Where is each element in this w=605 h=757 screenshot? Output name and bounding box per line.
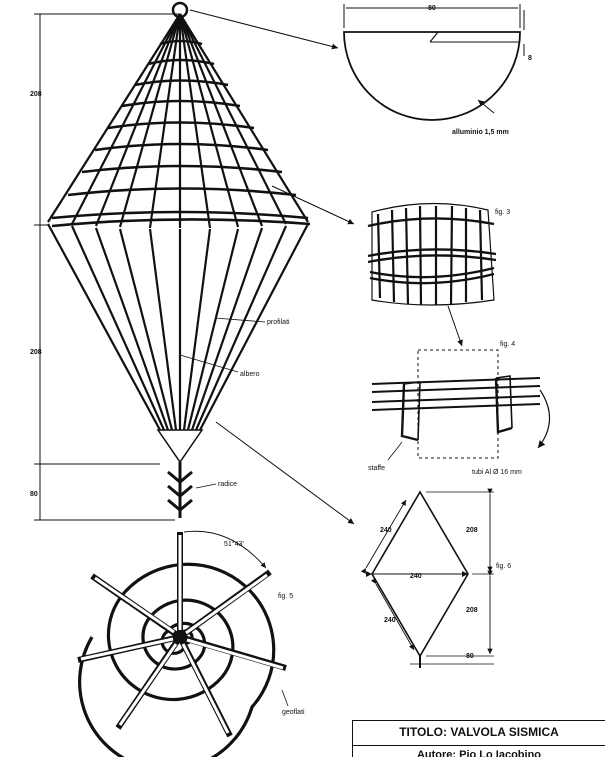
label-geoflati: geoflati	[282, 709, 305, 716]
label-angle: 51°43'	[224, 540, 244, 548]
label-profilati: profilati	[267, 319, 290, 326]
label-fig3: fig. 3	[495, 209, 510, 216]
left-dimension	[34, 13, 180, 521]
lower-cone-rods	[47, 223, 309, 431]
fig4-detail	[371, 349, 551, 459]
cone-rings	[51, 39, 311, 228]
upper-cone-rods	[47, 13, 309, 229]
dim-right-lower: 208	[466, 607, 478, 614]
dim-side-lower: 240	[384, 617, 396, 624]
label-fig5: fig. 5	[278, 593, 293, 600]
dim-lower: 208	[30, 349, 42, 356]
dim-right-upper: 208	[466, 527, 478, 534]
title-divider	[353, 745, 605, 746]
dim-top-width: 80	[428, 5, 436, 12]
label-radice: radice	[218, 481, 237, 488]
title-block: TITOLO: VALVOLA SISMICA Autore: Pio Lo I…	[352, 720, 605, 757]
fig6-detail	[360, 488, 494, 668]
dim-side-upper: 240	[380, 527, 392, 534]
root-figure	[167, 462, 193, 518]
dim-width: 240	[410, 573, 422, 580]
label-fig4: fig. 4	[500, 341, 515, 348]
fig5-detail	[77, 530, 287, 757]
fig3-detail	[367, 202, 497, 306]
label-albero: albero	[240, 371, 260, 378]
drawing-title: TITOLO: VALVOLA SISMICA	[399, 725, 559, 739]
label-material: alluminio 1,5 mm	[452, 129, 509, 136]
dim-small: 8	[528, 55, 532, 62]
dim-upper: 208	[30, 91, 42, 98]
label-fig6: fig. 6	[496, 563, 511, 570]
label-staffe: staffe	[368, 465, 385, 472]
plate-detail	[343, 4, 525, 121]
drawing-author: Autore: Pio Lo Iacobino	[416, 749, 542, 757]
label-tubi: tubi Al Ø 16 mm	[472, 469, 522, 476]
dim-root: 80	[30, 491, 38, 498]
dim-right-bottom: 80	[466, 653, 474, 660]
main-valve-structure	[47, 1, 311, 518]
